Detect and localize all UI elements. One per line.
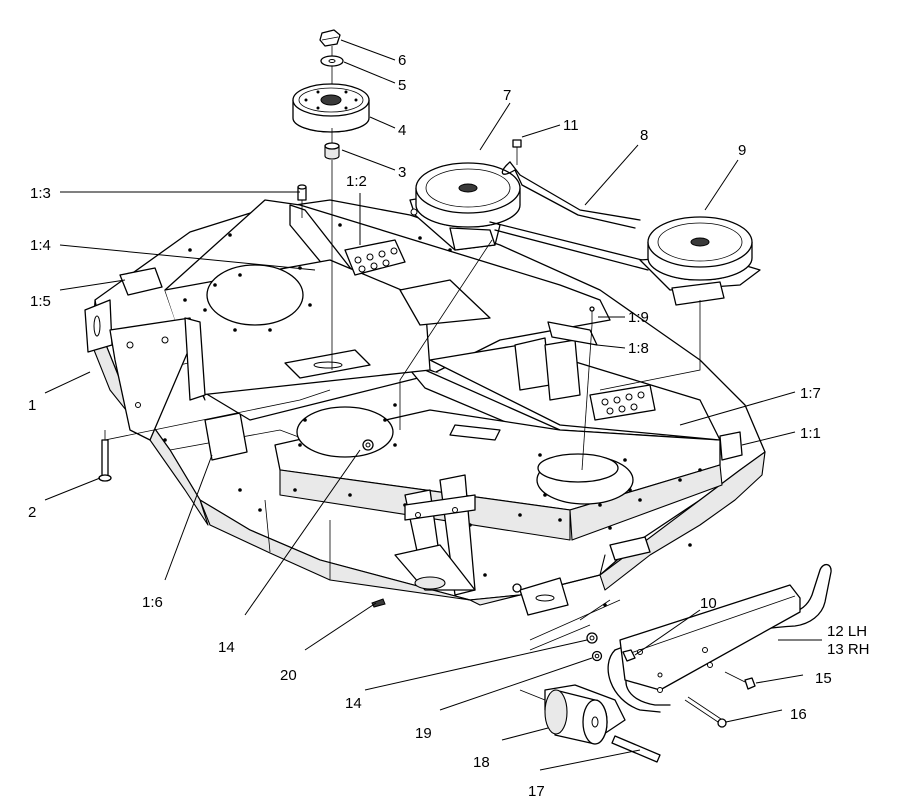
label-1-6: 1:6 [142,594,163,611]
label-1-1: 1:1 [800,425,821,442]
label-2: 2 [28,504,36,521]
label-18: 18 [473,754,490,771]
label-16: 16 [790,706,807,723]
label-3: 3 [398,164,406,181]
label-1-4: 1:4 [30,237,51,254]
label-19: 19 [415,725,432,742]
label-1-8: 1:8 [628,340,649,357]
assembly-lines [104,239,701,701]
label-14-lower: 14 [345,695,362,712]
label-1-5: 1:5 [30,293,51,310]
bolt-11 [512,139,522,165]
bolt-1-3 [297,184,307,218]
holes-block-right [601,391,645,415]
label-11: 11 [563,117,579,134]
skirt-nut [512,583,522,593]
label-1-7: 1:7 [800,385,821,402]
label-15: 15 [815,670,832,687]
nut-14-lower [586,632,598,644]
pin-1-9 [589,306,595,325]
label-10: 10 [700,595,717,612]
label-6: 6 [398,52,406,69]
label-12-lh: 12 LH [827,623,867,640]
spindle-pulley-7 [409,162,521,251]
idler-pulley-stack [292,29,370,370]
label-13-rh: 13 RH [827,641,870,658]
spindle-pulley-9 [639,216,761,306]
bolt-2 [98,439,112,482]
label-9: 9 [738,142,746,159]
label-4: 4 [398,122,406,139]
label-17: 17 [528,783,545,800]
label-5: 5 [398,77,406,94]
nut-14-deck [362,439,374,451]
roller-18 [544,684,626,745]
label-1-2: 1:2 [346,173,367,190]
leader-lines [44,39,822,771]
label-7: 7 [503,87,511,104]
axle-17 [611,735,661,763]
holes-block-1-2 [354,247,398,273]
drive-belt-8 [489,161,651,271]
label-1-3: 1:3 [30,185,51,202]
mower-deck [84,199,766,616]
label-1-9: 1:9 [628,309,649,326]
nut-19 [591,650,603,662]
label-20: 20 [280,667,297,684]
front-bumper-assembly [607,563,832,728]
label-8: 8 [640,127,648,144]
label-14-upper: 14 [218,639,235,656]
callouts: 6 5 4 3 7 11 8 9 1:3 1:2 1:4 1:5 1:9 1:8… [28,52,870,800]
label-1: 1 [28,397,36,414]
